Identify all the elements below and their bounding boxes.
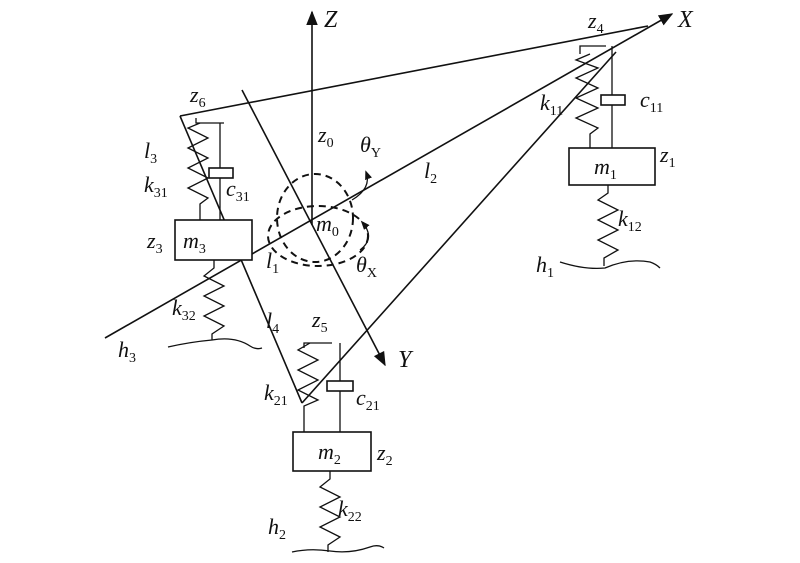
damper-c21-body (326, 380, 354, 392)
label-h2: h2 (268, 514, 286, 543)
label-m2: m2 (318, 439, 341, 468)
label-k12: k12 (618, 206, 642, 235)
theta-y-arrow (351, 170, 372, 201)
label-c21: c21 (356, 385, 380, 414)
label-z6: z6 (189, 82, 206, 111)
label-c31: c31 (226, 176, 250, 205)
spring-k32 (202, 260, 226, 340)
spring-k11-top-bracket (579, 45, 606, 54)
spring-k21 (296, 342, 320, 432)
label-l4: l4 (266, 308, 279, 337)
label-z4: z4 (587, 8, 604, 37)
spring-k12 (596, 185, 620, 266)
label-k31: k31 (144, 172, 168, 201)
label-m0: m0 (316, 211, 339, 240)
corner-3-suspension (167, 118, 263, 350)
label-k22: k22 (338, 496, 362, 525)
damper-c11-body (600, 94, 626, 106)
corner-2-suspension (291, 342, 385, 553)
label-k32: k32 (172, 295, 196, 324)
y-axis (241, 89, 386, 367)
theta-x-arrow (359, 220, 370, 251)
spring-k31 (186, 122, 210, 220)
label-theta-x: θX (356, 252, 377, 281)
label-z5: z5 (311, 307, 328, 336)
label-h3: h3 (118, 337, 136, 366)
spring-k31-top-bracket (195, 118, 224, 124)
label-l2: l2 (424, 158, 437, 187)
label-c11: c11 (640, 87, 663, 116)
road-h2 (291, 545, 385, 553)
frame-top-edge (179, 25, 649, 117)
corner-1-suspension (559, 45, 661, 270)
label-z1: z1 (659, 142, 676, 171)
label-m3: m3 (183, 228, 206, 257)
label-m1: m1 (594, 154, 617, 183)
y-axis-label: Y (398, 347, 414, 373)
spring-k22 (318, 471, 342, 552)
frame-right-edge (301, 51, 617, 404)
z-axis-label: Z (324, 7, 338, 33)
mass-m1-box (568, 147, 656, 186)
label-l3: l3 (144, 138, 157, 167)
label-h1: h1 (536, 252, 554, 281)
label-theta-y: θY (360, 132, 381, 161)
road-h3 (167, 338, 263, 350)
rotation-circle-y (276, 173, 354, 263)
label-l1: l1 (266, 248, 279, 277)
x-axis (104, 13, 674, 339)
label-z3: z3 (146, 228, 163, 257)
label-k21: k21 (264, 380, 288, 409)
label-z2: z2 (376, 440, 393, 469)
label-k11: k11 (540, 90, 563, 119)
road-h1 (559, 260, 661, 270)
damper-c31-body (208, 167, 234, 179)
spring-k11 (574, 53, 600, 148)
mass-m3-box (174, 219, 253, 261)
x-axis-label: X (677, 7, 694, 33)
label-z0: z0 (317, 122, 334, 151)
mass-m2-box (292, 431, 372, 472)
